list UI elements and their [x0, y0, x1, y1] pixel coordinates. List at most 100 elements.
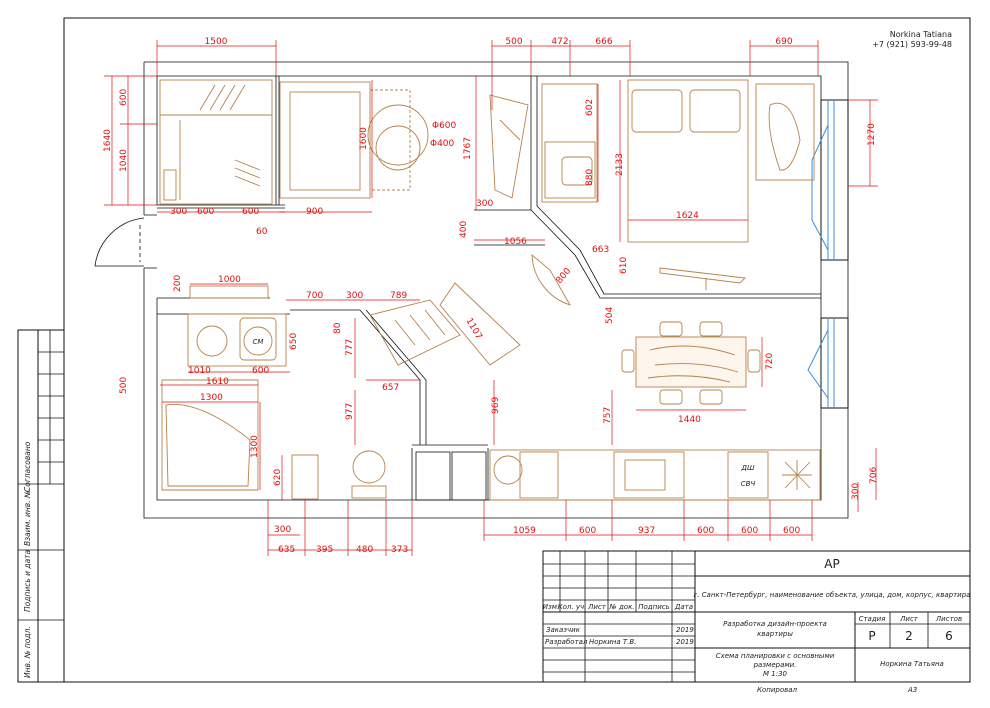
dim-60: 60 — [256, 227, 268, 237]
dim-bottom-480: 480 — [356, 545, 373, 555]
dim-300d: 300 — [851, 483, 861, 500]
tb-developer: Разработал — [545, 638, 588, 646]
tb-stage-label: Стадия — [859, 615, 886, 623]
dim-left-1040: 1040 — [119, 149, 129, 172]
tb-col-sign: Подпись — [638, 603, 670, 611]
dim-620: 620 — [273, 469, 283, 486]
dim-1010: 1010 — [188, 366, 211, 376]
tb-col-date: Дата — [674, 603, 693, 611]
tb-address: г. Санкт-Петербург, наименование объекта… — [694, 591, 971, 599]
tb-col-list: Лист — [587, 603, 607, 611]
furniture: СМ ДШ СВЧ — [159, 79, 821, 501]
side-inv-original: Инв. № подл. — [23, 626, 32, 678]
tb-developer-name: Норкина Т.В. — [589, 638, 636, 646]
dim-bottom-395: 395 — [316, 545, 333, 555]
dimensions: 1500 500 472 666 690 600 1640 1040 300 6… — [103, 37, 879, 556]
tb-format: А3 — [907, 686, 917, 694]
dim-1107: 1107 — [463, 317, 483, 342]
dim-bottom-600d: 600 — [783, 526, 800, 536]
tb-project-title-1: Разработка дизайн-проекта — [723, 620, 827, 628]
dim-600b: 600 — [242, 207, 259, 217]
tb-sheet-label: Лист — [899, 615, 919, 623]
dim-left-1640: 1640 — [103, 129, 113, 152]
dim-bottom-635: 635 — [278, 545, 295, 555]
tb-sheets-label: Листов — [935, 615, 962, 623]
dim-200: 200 — [173, 275, 183, 292]
dim-700: 700 — [306, 291, 323, 301]
dim-610: 610 — [619, 257, 629, 274]
tb-sheet-value: 2 — [905, 629, 913, 643]
dim-1440: 1440 — [678, 415, 701, 425]
dim-657: 657 — [382, 383, 399, 393]
side-sign-date: Подпись и дата — [23, 549, 32, 612]
tb-author: Норкина Татьяна — [880, 660, 944, 668]
dim-phi600: Φ600 — [432, 121, 457, 131]
dim-top-500: 500 — [505, 37, 522, 47]
dim-bottom-600c: 600 — [741, 526, 758, 536]
dim-bottom-1059: 1059 — [513, 526, 536, 536]
dim-bottom-600b: 600 — [697, 526, 714, 536]
dim-left-600: 600 — [119, 89, 129, 106]
tb-col-izm: Изм. — [543, 603, 559, 611]
dim-400: 400 — [459, 221, 469, 238]
tb-stage-value: Р — [868, 629, 875, 643]
dim-757: 757 — [603, 407, 613, 424]
dim-300c: 300 — [346, 291, 363, 301]
dim-602: 602 — [585, 99, 595, 116]
tb-code: АР — [824, 557, 839, 571]
dim-969: 969 — [491, 397, 501, 414]
dim-663: 663 — [592, 245, 609, 255]
dim-800: 800 — [555, 266, 574, 286]
dim-300b: 300 — [476, 199, 493, 209]
dim-706: 706 — [869, 467, 879, 484]
dim-500: 500 — [119, 377, 129, 394]
tb-sheet-title-3: М 1:30 — [763, 670, 788, 678]
dim-top-666: 666 — [595, 37, 612, 47]
side-stamp: Согласовано Взаим. инв. № Подпись и дата… — [17, 329, 65, 683]
dim-504: 504 — [605, 307, 615, 324]
dim-1270: 1270 — [867, 123, 877, 146]
tb-sheet-title-2: размерами. — [753, 661, 797, 669]
dim-bottom-600a: 600 — [579, 526, 596, 536]
dim-2133: 2133 — [615, 153, 625, 176]
title-block: АР г. Санкт-Петербург, наименование объе… — [542, 550, 971, 694]
dim-1600: 1600 — [359, 127, 369, 150]
tb-sheets-value: 6 — [945, 629, 953, 643]
dim-300a: 300 — [170, 207, 187, 217]
dim-977: 977 — [345, 403, 355, 420]
dishwasher-label: ДШ — [741, 464, 755, 472]
dim-bottom-373: 373 — [391, 545, 408, 555]
microwave-label: СВЧ — [741, 480, 756, 488]
dim-600a: 600 — [197, 207, 214, 217]
dim-top-1500: 1500 — [205, 37, 228, 47]
dim-880: 880 — [585, 169, 595, 186]
dim-900: 900 — [306, 207, 323, 217]
dim-80: 80 — [333, 322, 343, 334]
tb-developer-year: 2019 — [676, 638, 694, 646]
dim-720: 720 — [765, 353, 775, 370]
dim-1767: 1767 — [463, 137, 473, 160]
side-inv-replaced: Взаим. инв. № — [23, 490, 32, 546]
dim-top-472: 472 — [551, 37, 568, 47]
tb-col-doc: № док. — [608, 603, 634, 611]
contact-phone: +7 (921) 593-99-48 — [872, 40, 952, 49]
dim-1624: 1624 — [676, 211, 699, 221]
dim-650: 650 — [289, 333, 299, 350]
dim-bottom-300: 300 — [274, 525, 291, 535]
tb-customer-year: 2019 — [676, 626, 694, 634]
dim-777: 777 — [345, 339, 355, 356]
washer-label: СМ — [253, 338, 264, 346]
dim-1610: 1610 — [206, 377, 229, 387]
dim-600d: 600 — [252, 366, 269, 376]
dim-1000: 1000 — [218, 275, 241, 285]
tb-copied: Копировал — [757, 686, 798, 694]
dim-bottom-937: 937 — [638, 526, 655, 536]
dim-top-690: 690 — [775, 37, 792, 47]
dim-1300: 1300 — [200, 393, 223, 403]
dim-1056: 1056 — [504, 237, 527, 247]
dim-phi400: Φ400 — [430, 139, 455, 149]
tb-col-kol: Кол. уч. — [558, 603, 587, 611]
walls — [94, 61, 849, 519]
tb-project-title-2: квартиры — [757, 630, 793, 638]
